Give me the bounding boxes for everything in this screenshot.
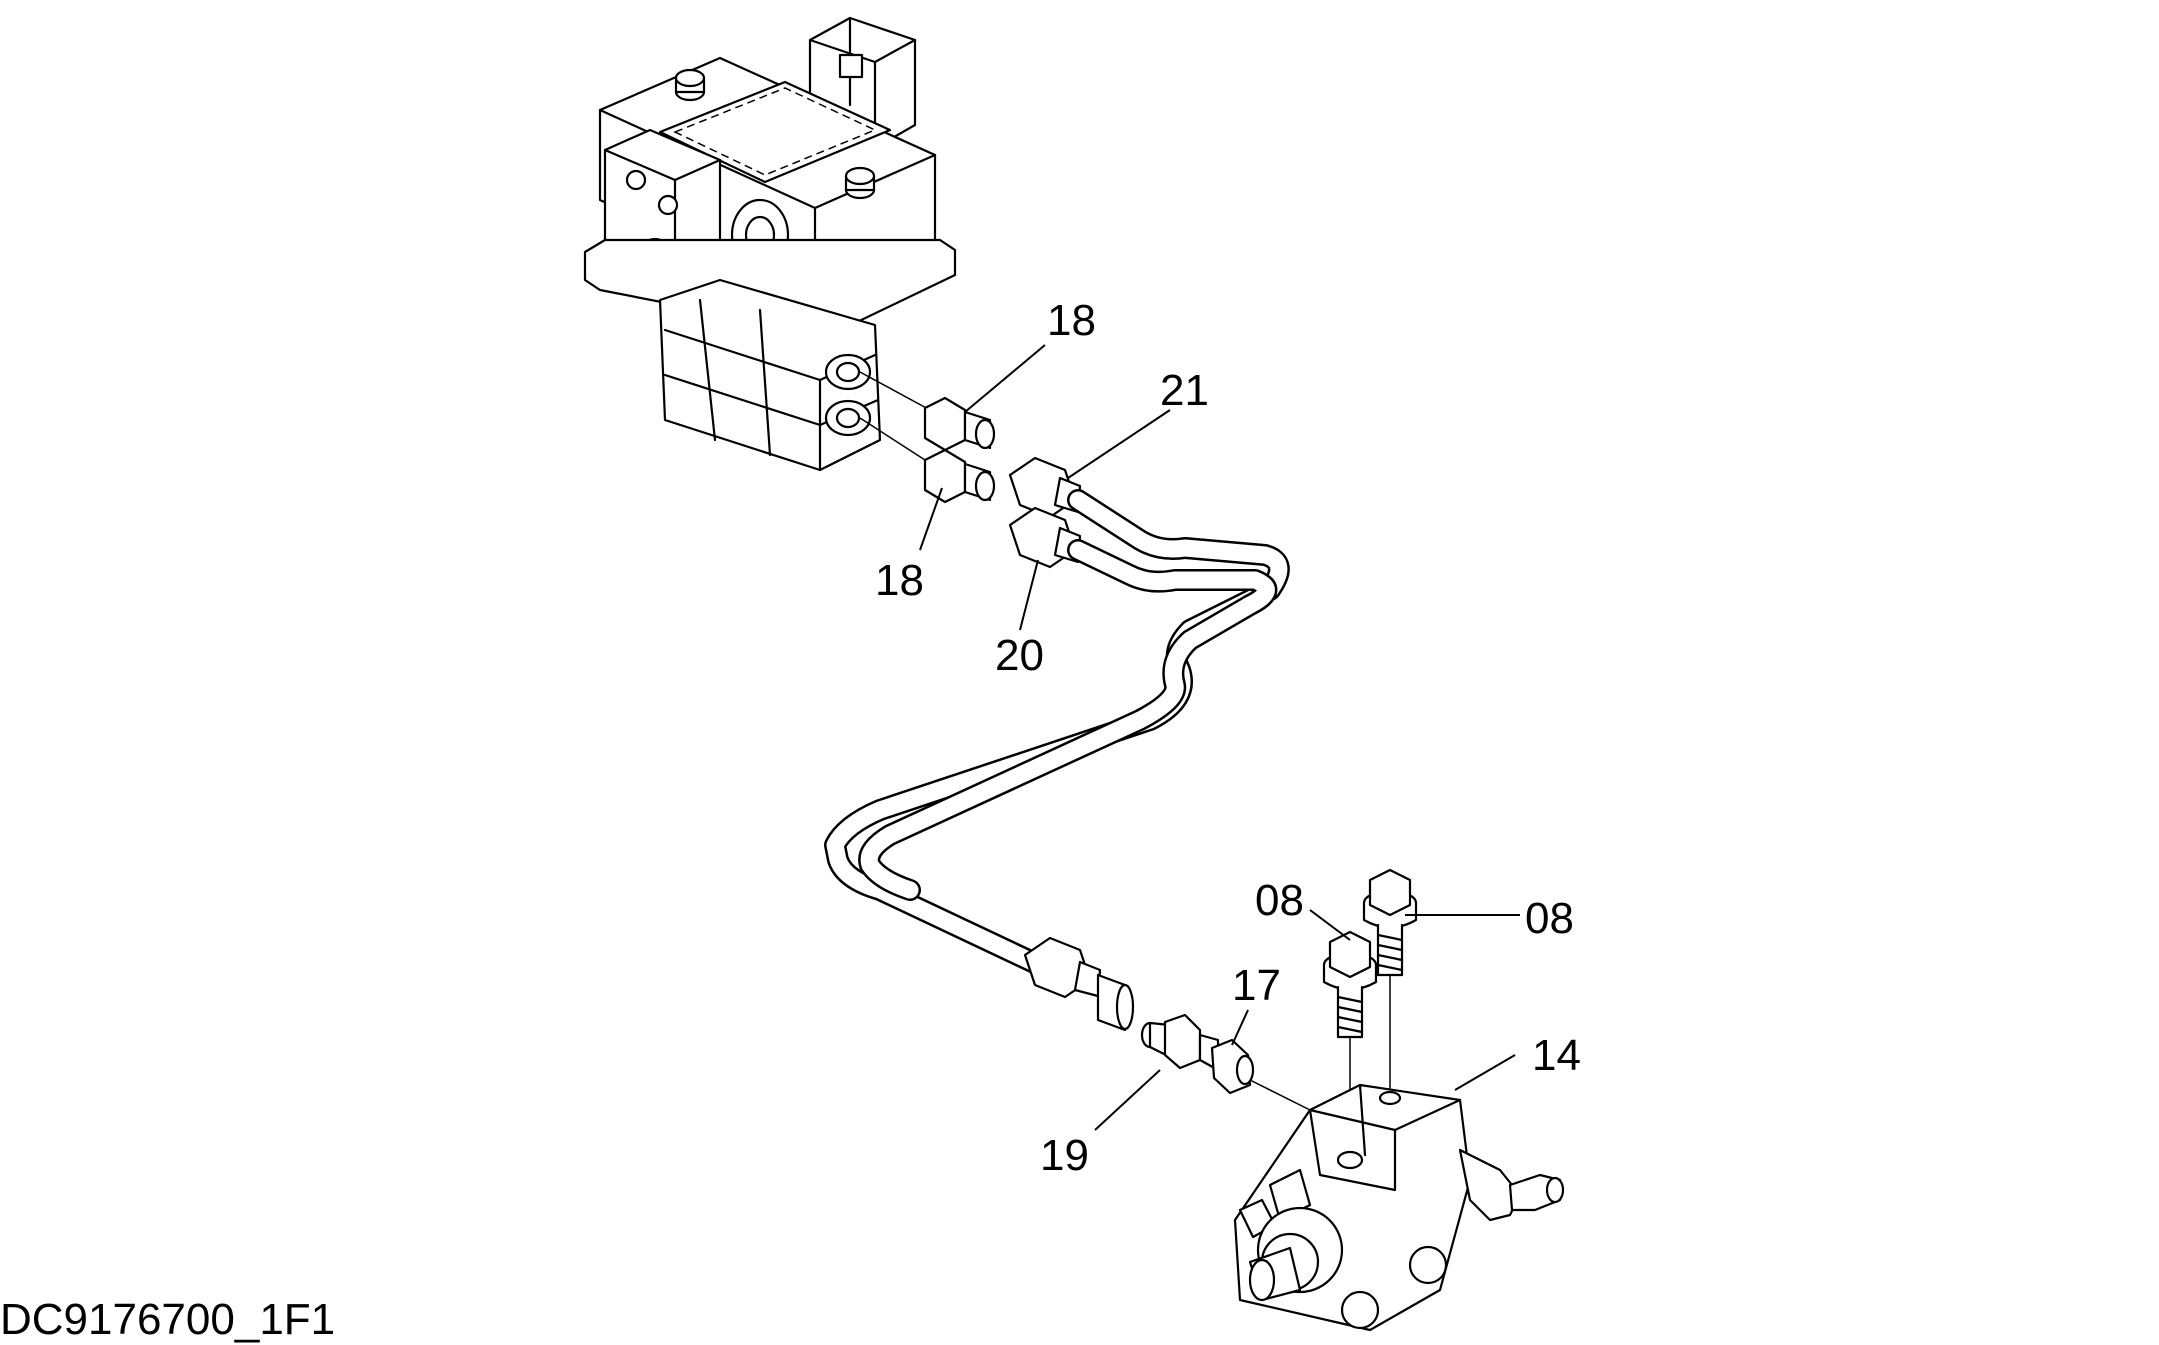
drawing-id: DC9176700_1F1 bbox=[0, 1295, 336, 1344]
fitting-18-lower bbox=[923, 448, 996, 504]
pipe-nut-21 bbox=[1008, 456, 1082, 519]
callout-08-left: 08 bbox=[1255, 876, 1304, 925]
callout-14: 14 bbox=[1532, 1031, 1581, 1080]
pipe-nut-bottom bbox=[1023, 936, 1102, 999]
callout-21: 21 bbox=[1160, 366, 1209, 415]
callout-19: 19 bbox=[1040, 1131, 1089, 1180]
callout-17: 17 bbox=[1232, 961, 1281, 1010]
pipe-nut-20 bbox=[1008, 506, 1082, 569]
callout-08-right: 08 bbox=[1525, 894, 1574, 943]
top-bolt-right bbox=[844, 166, 876, 200]
valve-assembly bbox=[583, 16, 957, 472]
fitting-19 bbox=[1140, 1013, 1220, 1072]
hydraulic-pipes bbox=[824, 489, 1290, 986]
callout-18-lower: 18 bbox=[875, 556, 924, 605]
fitting-18-upper bbox=[923, 396, 996, 452]
top-bolt-left bbox=[674, 68, 706, 102]
bolt-08-right bbox=[1362, 868, 1418, 1090]
callout-18-upper: 18 bbox=[1047, 296, 1096, 345]
valve-block-14 bbox=[1233, 1083, 1565, 1332]
bolt-08-left bbox=[1322, 930, 1378, 1155]
sleeve bbox=[1096, 973, 1135, 1032]
callout-20: 20 bbox=[995, 631, 1044, 680]
nut-17 bbox=[1210, 1038, 1311, 1111]
leader-lines bbox=[919, 344, 1520, 1131]
